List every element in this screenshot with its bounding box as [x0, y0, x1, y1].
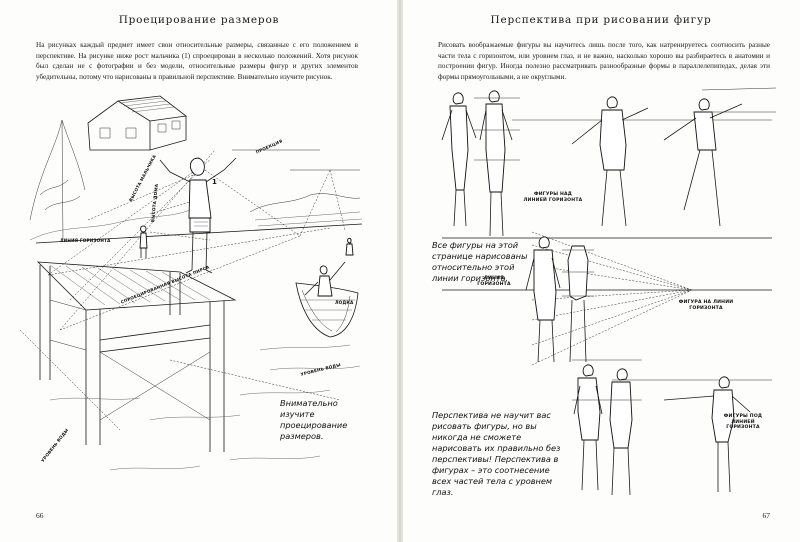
note-horizon: Все фигуры на этой странице нарисованы о… — [432, 240, 528, 283]
pier-drawing — [38, 262, 235, 452]
book-gutter — [397, 0, 403, 542]
left-caption: Внимательно изучите проецирование размер… — [280, 398, 348, 441]
left-page: Проецирование размеров На рисунках кажды… — [0, 0, 398, 542]
figure-on-horizon — [526, 232, 692, 365]
figures-above-horizon — [442, 88, 776, 236]
label-figures-below: ФИГУРЫ ПОД ЛИНИЕЙ ГОРИЗОНТА — [723, 414, 763, 431]
label-figure-on-horizon: ФИГУРА НА ЛИНИИ ГОРИЗОНТА — [678, 300, 734, 311]
left-page-body: На рисунках каждый предмет имеет свои от… — [36, 41, 358, 81]
right-page: Перспектива при рисовании фигур Рисовать… — [402, 0, 800, 542]
figures-perspective-illustration — [402, 0, 800, 542]
boy-number-label: 1 — [212, 178, 218, 186]
label-horizon: ЛИНИЯ ГОРИЗОНТА — [477, 276, 511, 287]
boat-label: ЛОДКА — [335, 300, 354, 305]
label-figures-above: ФИГУРЫ НАД ЛИНИЕЙ ГОРИЗОНТА — [523, 192, 583, 203]
note-perspective: Перспектива не научит вас рисовать фигур… — [432, 410, 561, 497]
left-page-title: Проецирование размеров — [118, 14, 280, 26]
right-page-body: Рисовать воображаемые фигуры вы научитес… — [438, 41, 770, 81]
right-page-number: 67 — [762, 511, 771, 520]
boy-figure — [160, 158, 236, 273]
right-page-title: Перспектива при рисовании фигур — [490, 14, 712, 26]
boat-drawing — [296, 262, 358, 337]
pier-boat-illustration — [0, 0, 398, 542]
horizon-label-left: ЛИНИЯ ГОРИЗОНТА — [60, 238, 111, 243]
left-page-number: 66 — [36, 511, 44, 520]
figures-below-horizon — [572, 360, 750, 495]
house-drawing — [88, 96, 186, 150]
